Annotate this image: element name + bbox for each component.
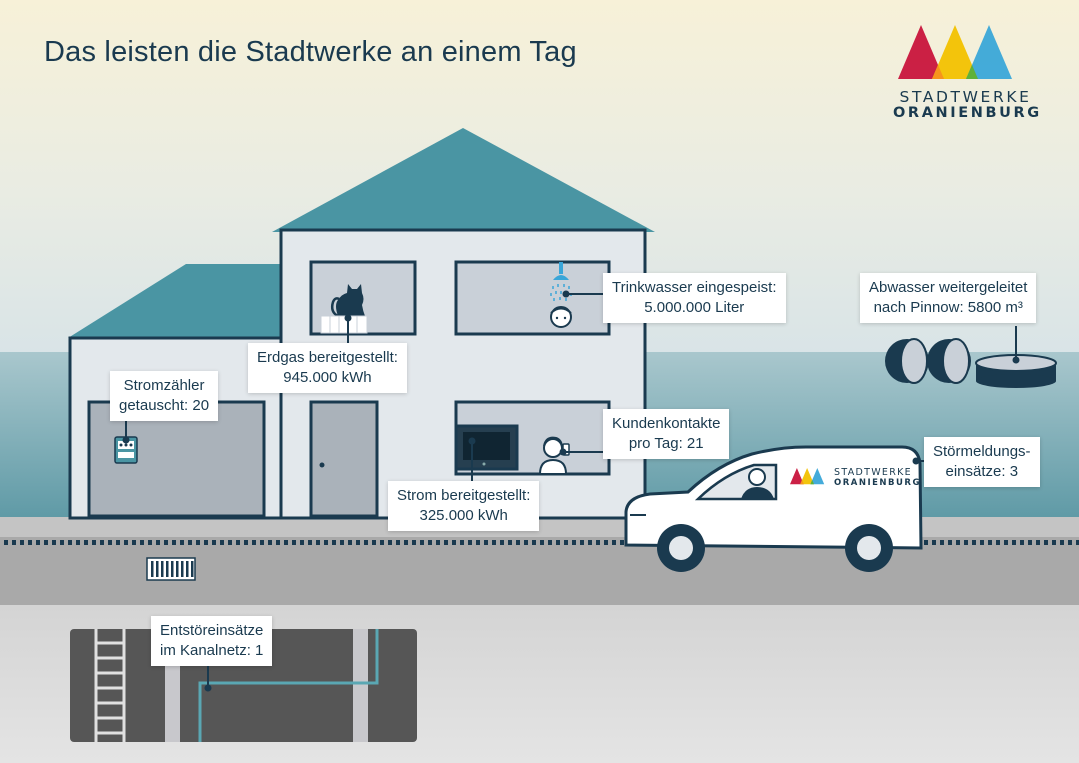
service-van [624,445,923,572]
label-kanalnetz-line2: im Kanalnetz: 1 [160,642,264,659]
label-stromzaehler: Stromzähler getauscht: 20 [110,371,219,421]
label-erdgas: Erdgas bereitgestellt: 945.000 kWh [248,343,407,393]
logo-text-line2: ORANIENBURG [893,105,1042,121]
label-abwasser-line2: nach Pinnow: 5800 m³ [873,299,1023,316]
label-trinkwasser-line1: Trinkwasser eingespeist: [612,279,777,296]
label-kanalnetz-line1: Entstöreinsätze [160,622,264,639]
label-kundenkontakte: Kundenkontakte pro Tag: 21 [603,409,730,459]
label-abwasser: Abwasser weitergeleitet nach Pinnow: 580… [860,273,1037,323]
logo-text-line1: STADTWERKE [899,88,1032,106]
label-trinkwasser: Trinkwasser eingespeist: 5.000.000 Liter [603,273,786,323]
page-title: Das leisten die Stadtwerke an einem Tag [44,36,577,68]
cat-icon [330,284,365,318]
storm-drain-grate-icon [146,557,196,581]
label-stoermeldung-line1: Störmeldungs- [933,443,1031,460]
garage [68,264,284,520]
radiator-icon [320,315,368,334]
van-logo-icon [790,468,825,485]
clarifier-tank-icon-1 [885,338,929,384]
label-trinkwasser-line2: 5.000.000 Liter [644,299,745,316]
person-shower-icon [550,306,572,328]
label-kundenkontakte-line2: pro Tag: 21 [628,435,704,452]
label-stoermeldung-line2: einsätze: 3 [945,463,1019,480]
tv-icon [454,424,519,471]
label-kundenkontakte-line1: Kundenkontakte [612,415,721,432]
connector-dots [122,290,1020,692]
label-erdgas-line2: 945.000 kWh [283,369,372,386]
label-kanalnetz: Entstöreinsätze im Kanalnetz: 1 [151,616,273,666]
basin-icon [975,354,1057,388]
clarifier-tank-icon-2 [927,338,971,384]
label-erdgas-line1: Erdgas bereitgestellt: [257,349,398,366]
label-stoermeldung: Störmeldungs- einsätze: 3 [924,437,1040,487]
label-strom-line1: Strom bereitgestellt: [397,487,531,504]
label-stromzaehler-line2: getauscht: 20 [119,397,210,414]
label-stromzaehler-line1: Stromzähler [123,377,205,394]
label-abwasser-line1: Abwasser weitergeleitet [869,279,1028,296]
ladder-icon [94,629,126,742]
label-strom-line2: 325.000 kWh [419,507,508,524]
logo-icon [898,25,1012,79]
van-logo-text-line1: STADTWERKE [834,467,912,478]
label-strom: Strom bereitgestellt: 325.000 kWh [388,481,540,531]
van-logo-text-line2: ORANIENBURG [834,478,921,488]
